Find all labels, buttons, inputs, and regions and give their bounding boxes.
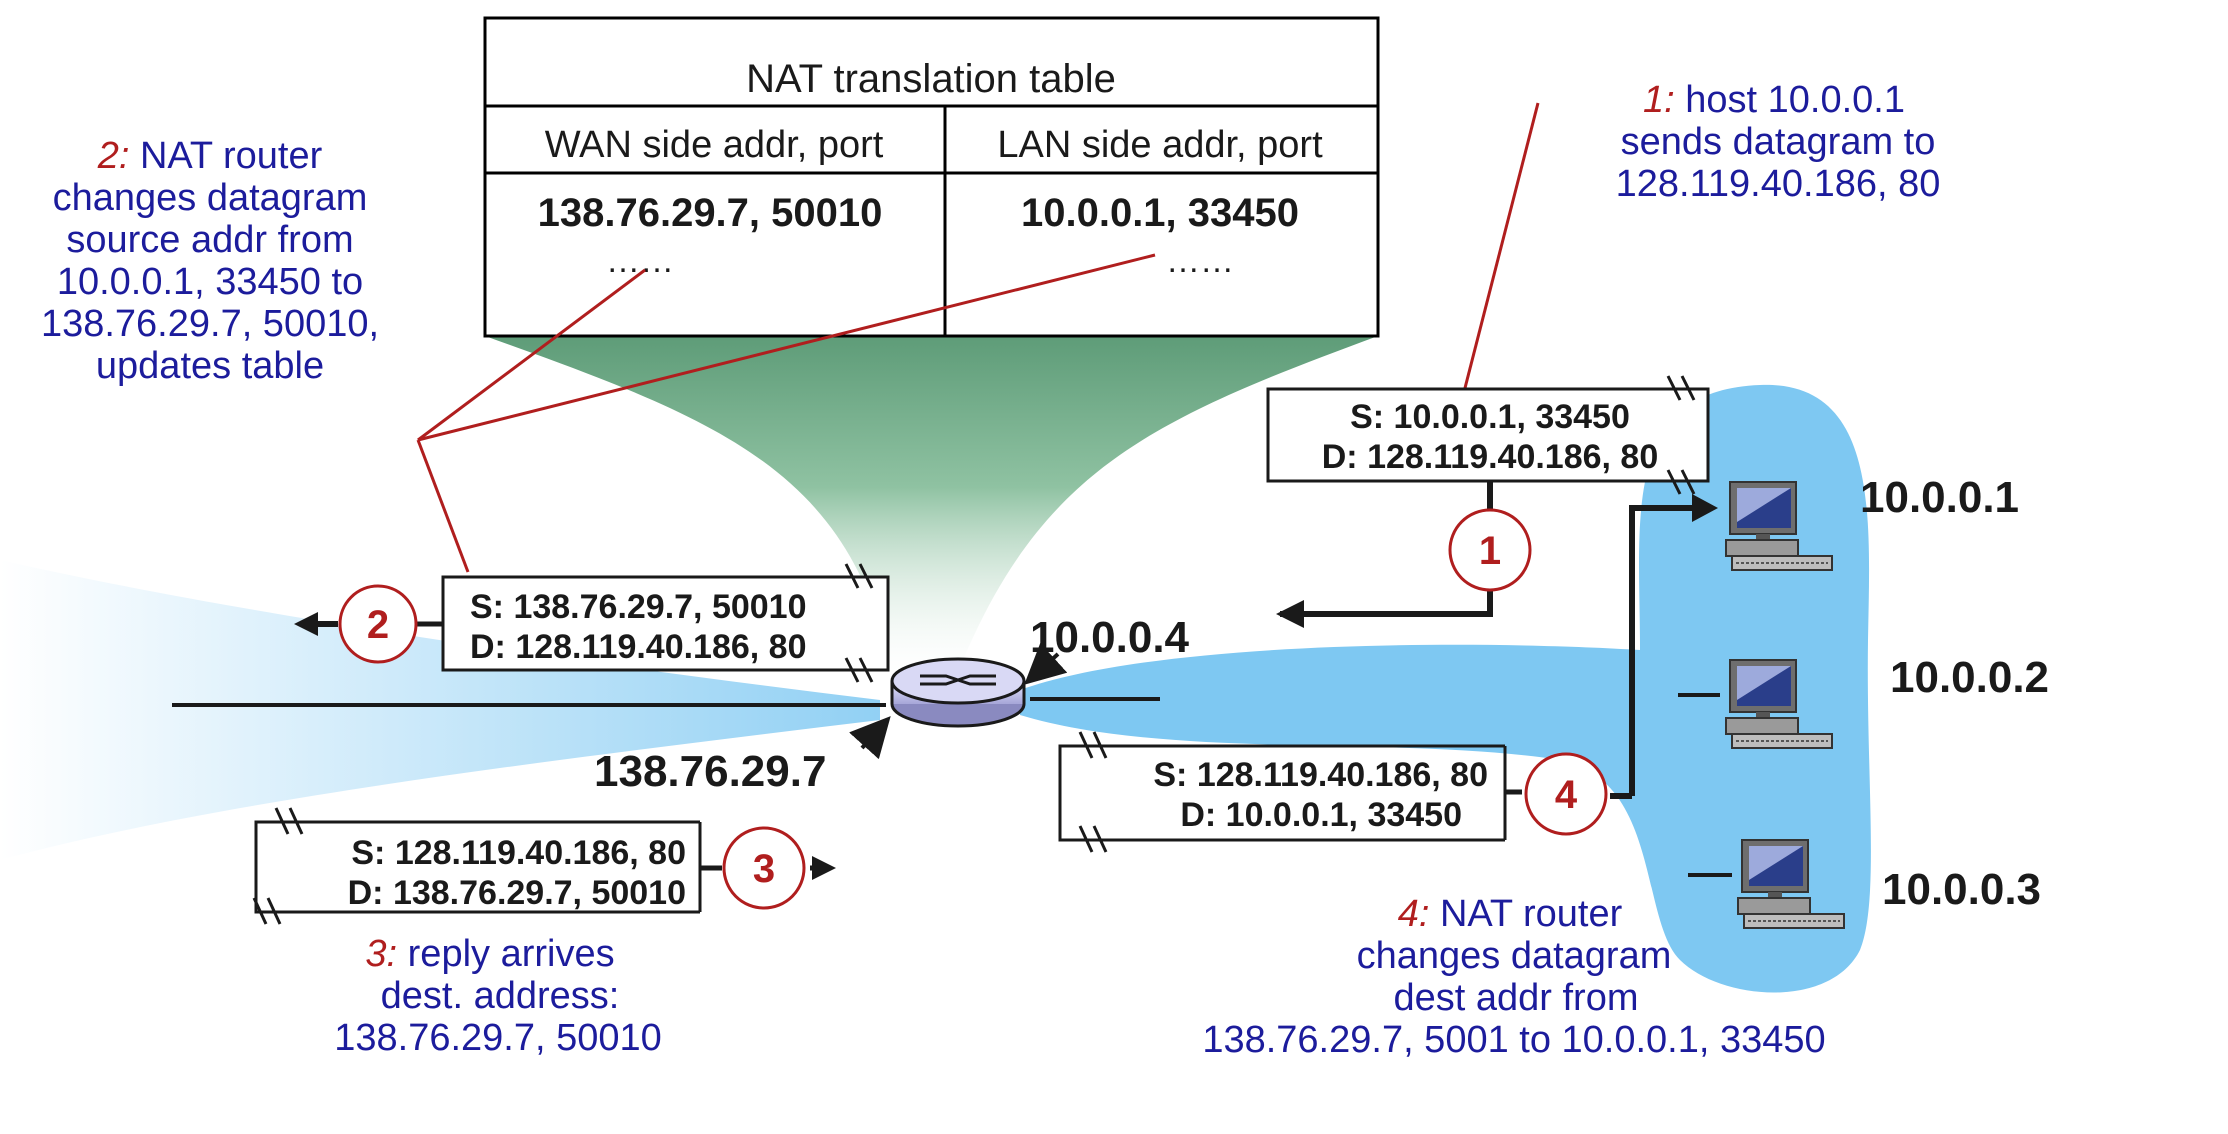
table-funnel <box>485 336 1378 672</box>
lan-cloud <box>1020 384 1871 993</box>
router-wan-addr: 138.76.29.7 <box>594 747 826 796</box>
host3-addr: 10.0.0.3 <box>1882 865 2041 914</box>
annotation-1: 1: host 10.0.0.1 sends datagram to 128.1… <box>1616 79 1941 205</box>
annotation-3: 3: reply arrives dest. address: 138.76.2… <box>334 933 662 1059</box>
host1-addr: 10.0.0.1 <box>1860 473 2019 522</box>
annotation-4: 4: NAT router changes datagram dest addr… <box>1202 893 1825 1061</box>
table-col-lan: LAN side addr, port <box>997 124 1323 166</box>
step-1-arrow <box>1280 580 1493 617</box>
svg-text:10.0.0.1, 33450 to: 10.0.0.1, 33450 to <box>57 261 363 303</box>
svg-text:4: 4 <box>1555 773 1578 817</box>
datagram-2-src: S: 138.76.29.7, 50010 <box>470 588 807 626</box>
svg-text:2: NAT router: 2: NAT router <box>97 135 323 177</box>
table-row1-wan: 138.76.29.7, 50010 <box>538 191 883 235</box>
datagram-4: S: 128.119.40.186, 80 D: 10.0.0.1, 33450 <box>1058 731 1507 853</box>
svg-text:3: reply arrives: 3: reply arrives <box>365 933 614 975</box>
nat-router <box>890 657 1026 728</box>
callout-lines <box>416 102 1540 573</box>
step-4-arrow <box>1629 505 1702 796</box>
arrow-heads <box>294 494 1718 880</box>
router-lan-pointer <box>1024 643 1068 685</box>
datagram-1-dst: D: 128.119.40.186, 80 <box>1322 438 1659 476</box>
step-1-badge: 1 <box>1448 508 1532 592</box>
datagram-3-src: S: 128.119.40.186, 80 <box>351 834 686 872</box>
step-2-badge: 2 <box>338 584 418 664</box>
router-lan-addr: 10.0.0.4 <box>1030 613 1190 662</box>
datagram-3-dst: D: 138.76.29.7, 50010 <box>348 874 686 912</box>
table-row2-lan: …… <box>1166 242 1234 280</box>
table-row1-lan: 10.0.0.1, 33450 <box>1021 191 1299 235</box>
datagram-1: S: 10.0.0.1, 33450 D: 128.119.40.186, 80 <box>1266 375 1710 495</box>
datagram-2: S: 138.76.29.7, 50010 D: 128.119.40.186,… <box>441 563 890 683</box>
svg-text:4: NAT router: 4: NAT router <box>1398 893 1623 935</box>
annotation-2: 2: NAT router changes datagram source ad… <box>41 135 379 387</box>
svg-text:1: 1 <box>1479 529 1501 573</box>
datagram-2-dst: D: 128.119.40.186, 80 <box>470 628 807 666</box>
step-3-badge: 3 <box>722 826 806 910</box>
table-col-wan: WAN side addr, port <box>545 124 884 166</box>
datagram-3: S: 128.119.40.186, 80 D: 138.76.29.7, 50… <box>252 807 702 925</box>
svg-text:138.76.29.7, 50010,: 138.76.29.7, 50010, <box>41 303 379 345</box>
host2-addr: 10.0.0.2 <box>1890 653 2049 702</box>
svg-text:128.119.40.186, 80: 128.119.40.186, 80 <box>1616 163 1941 205</box>
svg-text:source addr from: source addr from <box>66 219 353 261</box>
svg-text:dest. address:: dest. address: <box>381 975 620 1017</box>
network-links <box>172 693 1732 877</box>
svg-text:1: host 10.0.0.1: 1: host 10.0.0.1 <box>1643 79 1905 121</box>
wan-cloud <box>0 560 880 860</box>
svg-text:changes datagram: changes datagram <box>53 177 368 219</box>
svg-text:138.76.29.7, 50010: 138.76.29.7, 50010 <box>334 1017 662 1059</box>
svg-text:dest addr from: dest addr from <box>1394 977 1639 1019</box>
datagram-4-src: S: 128.119.40.186, 80 <box>1153 756 1488 794</box>
table-title: NAT translation table <box>746 57 1116 101</box>
datagram-1-src: S: 10.0.0.1, 33450 <box>1350 398 1630 436</box>
router-wan-pointer <box>849 716 891 760</box>
step-4-badge: 4 <box>1524 752 1608 836</box>
svg-text:138.76.29.7, 5001 to 10.0.0.1,: 138.76.29.7, 5001 to 10.0.0.1, 33450 <box>1202 1019 1825 1061</box>
svg-text:sends datagram to: sends datagram to <box>1621 121 1936 163</box>
svg-text:updates table: updates table <box>96 345 324 387</box>
svg-text:3: 3 <box>753 847 775 891</box>
svg-text:changes datagram: changes datagram <box>1357 935 1672 977</box>
nat-translation-table: NAT translation table WAN side addr, por… <box>483 16 1380 338</box>
datagram-4-dst: D: 10.0.0.1, 33450 <box>1180 796 1462 834</box>
svg-text:2: 2 <box>367 603 389 647</box>
